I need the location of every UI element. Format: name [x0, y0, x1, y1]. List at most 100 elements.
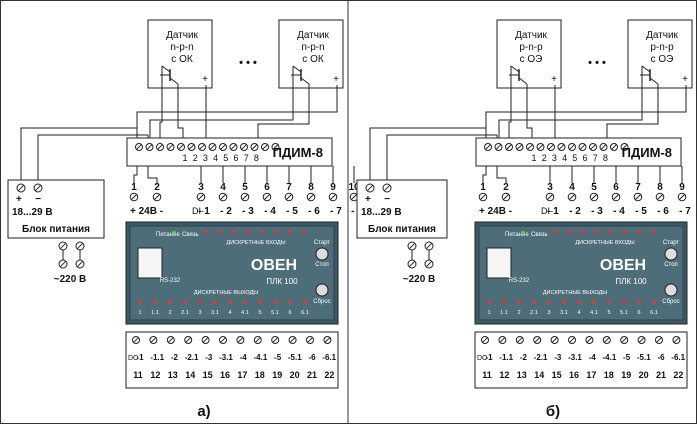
pdim-terminal-slot	[485, 144, 491, 150]
pdim-module-name: ПДИМ-8	[273, 145, 323, 160]
plc-rs232-label: RS-232	[509, 278, 530, 284]
plc-output-led	[243, 300, 247, 304]
panel-caption: б)	[546, 403, 560, 420]
plc-output-num: 3.1	[560, 310, 568, 316]
plc-bottom-terminal-num: 21	[656, 370, 666, 380]
plc-do-label: -2	[520, 353, 528, 362]
plc-inputs-title: ДИСКРЕТНЫЕ ВХОДЫ	[575, 240, 634, 246]
plc-power-led	[521, 231, 525, 235]
sensor-right-box	[278, 19, 344, 89]
pdim-terminal-slot	[199, 144, 205, 150]
psu-terminal-minus-slot	[383, 184, 391, 192]
plc-di-label: - 7	[330, 206, 342, 217]
wire-s2-plus	[136, 106, 338, 138]
plc-top-terminal-slot	[350, 193, 358, 201]
pdim-module	[475, 137, 682, 167]
plc-input-led	[581, 230, 585, 234]
sensor-right-type: n-p-n	[301, 42, 324, 53]
plc-rs232-label: RS-232	[160, 278, 181, 284]
plc-output-led	[258, 300, 262, 304]
plc-bottom-terminal-num: 18	[255, 370, 265, 380]
plc-link-label: Связь	[182, 232, 199, 238]
wire-psu-minus	[37, 134, 149, 180]
pdim-terminal-slot	[136, 144, 142, 150]
plc-output-led	[213, 300, 217, 304]
plc-output-num: 2	[168, 310, 171, 316]
plc-output-num: 1	[138, 310, 141, 316]
pdim-terminal-slot	[611, 144, 617, 150]
sensor-left-transistor-c	[161, 65, 171, 73]
plc-di-label: - 2	[220, 206, 232, 217]
plc-bottom-terminal-num: 19	[272, 370, 282, 380]
plc-bottom-terminal-num: 20	[639, 370, 649, 380]
sensor-left-transistor-e	[518, 77, 528, 85]
psu-terminal-minus-slot	[34, 184, 42, 192]
wire-s2-b	[606, 106, 659, 138]
plc-top-terminal-slot	[612, 193, 620, 201]
plc-output-led	[637, 300, 641, 304]
psu-mains-voltage: ~220 В	[54, 274, 87, 285]
plc-output-num: 5	[258, 310, 261, 316]
plc-top-terminal-slot	[502, 193, 510, 201]
plc-stop-label: Стоп	[664, 262, 678, 268]
plc-input-led	[204, 230, 208, 234]
plc-top-terminal-slot	[263, 193, 271, 201]
plc-do-label: -4.1	[603, 353, 617, 362]
plc-output-num: 5	[607, 310, 610, 316]
plc-input-led	[260, 230, 264, 234]
plc-do-label: -6.1	[671, 353, 685, 362]
plc-output-num: 1	[487, 310, 490, 316]
plc-reset-label: Сброс	[313, 299, 330, 305]
sensor-right-transistor-e	[649, 77, 659, 85]
pdim-module	[126, 137, 333, 167]
psu-mains-terminal-4-slot	[76, 260, 84, 268]
plc-top-terminal-slot	[590, 193, 598, 201]
plc-input-led	[232, 230, 236, 234]
plc-bottom-terminal-num: 17	[237, 370, 247, 380]
plc-do-label: -2.1	[534, 353, 548, 362]
plc-output-led	[607, 300, 611, 304]
plc-bottom-terminal-num: 12	[499, 370, 509, 380]
plc-do-label: -6	[657, 353, 665, 362]
pdim-terminal-slot	[527, 144, 533, 150]
sensor-right-box	[627, 19, 693, 89]
plc-top-terminal-num: 7	[635, 182, 641, 193]
plc-bottom-terminal-num: 22	[324, 370, 334, 380]
plc-bottom-terminal-num: 22	[673, 370, 683, 380]
plc-top-terminal-slot	[153, 193, 161, 201]
plc-outputs-title: ДИСКРЕТНЫЕ ВЫХОДЫ	[543, 290, 607, 296]
plc-face	[129, 225, 335, 321]
plc-top-terminal-num: 8	[308, 182, 314, 193]
wire-s2-plus	[485, 106, 687, 138]
plc-do-label: -5	[623, 353, 631, 362]
plc-bottom-terminal-num: 20	[290, 370, 300, 380]
pdim-terminal-slot	[220, 144, 226, 150]
plc-output-led	[622, 300, 626, 304]
plc-rs232-port	[137, 247, 163, 279]
plc-do-label: -1.1	[499, 353, 513, 362]
plc-output-num: 3.1	[211, 310, 219, 316]
psu-plus-sign: +	[365, 194, 371, 205]
plc-reset-button	[315, 283, 329, 297]
plc-do-label: -4	[589, 353, 597, 362]
pdim-pin-label: 7	[593, 153, 598, 163]
plc-bottom-block	[474, 331, 688, 389]
wire-module-to-plc-1	[482, 166, 487, 183]
plc-bottom-terminal-slot	[220, 337, 226, 343]
plc-bottom-terminal-slot	[254, 337, 261, 343]
plc-bottom-terminal-num: 11	[133, 370, 143, 380]
plc-output-num: 2	[517, 310, 520, 316]
sensor-left-type: p-n-p	[519, 42, 543, 53]
plc-top-terminal-slot	[678, 193, 686, 201]
pdim-pin-label: 8	[254, 153, 259, 163]
plc-output-led	[577, 300, 581, 304]
plc-input-led	[609, 230, 613, 234]
plc-output-num: 1.1	[500, 310, 508, 316]
pdim-terminal-slot	[178, 144, 184, 150]
psu-terminal-plus-slot	[17, 184, 25, 192]
sensor-left-output: с ОЭ	[520, 54, 543, 65]
psu-mains-voltage: ~220 В	[403, 274, 436, 285]
plc-top-terminal-slot	[241, 193, 249, 201]
